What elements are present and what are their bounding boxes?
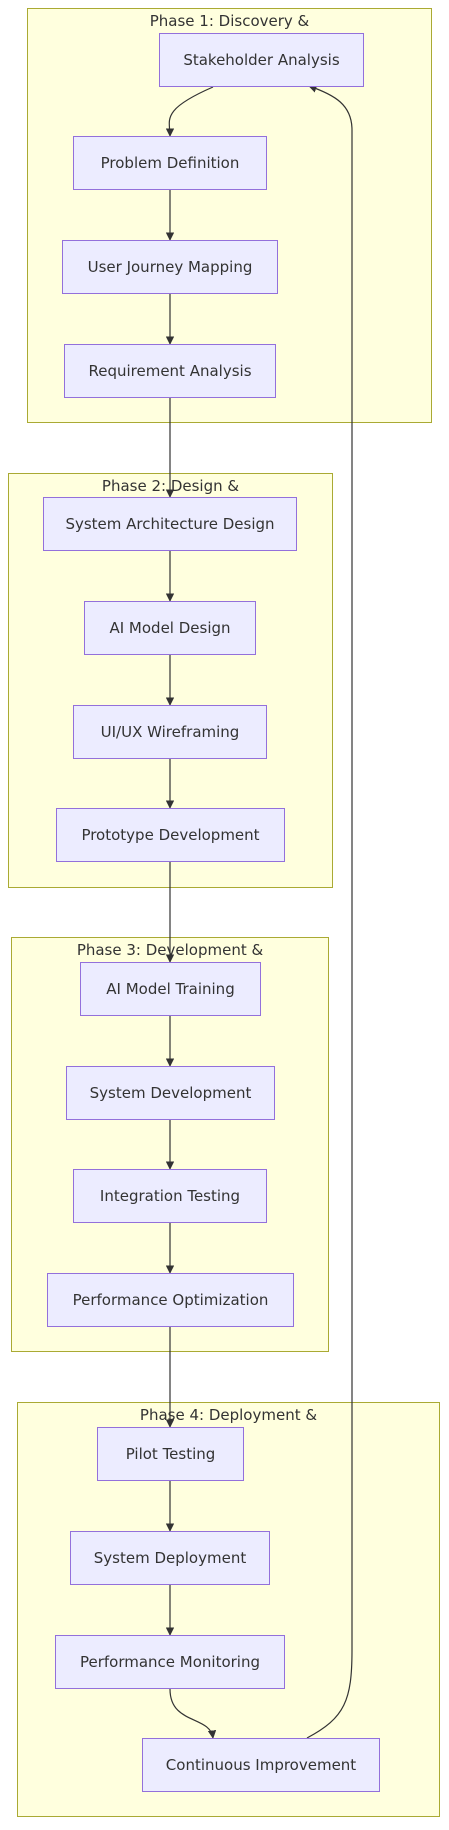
node-stakeholder-analysis: Stakeholder Analysis [159, 33, 364, 87]
edge-improvement-to-stakeholder [306, 84, 353, 1739]
phase-1-title: Phase 1: Discovery & [149, 12, 310, 30]
node-prototype-development: Prototype Development [56, 808, 285, 862]
node-ai-model-training: AI Model Training [80, 962, 261, 1016]
node-performance-monitoring: Performance Monitoring [55, 1635, 285, 1689]
node-pilot-testing: Pilot Testing [97, 1427, 244, 1481]
node-integration-testing: Integration Testing [73, 1169, 267, 1223]
node-system-deployment: System Deployment [70, 1531, 270, 1585]
node-problem-definition: Problem Definition [73, 136, 267, 190]
node-requirement-analysis: Requirement Analysis [64, 344, 276, 398]
node-system-development: System Development [66, 1066, 275, 1120]
node-system-architecture-design: System Architecture Design [43, 497, 297, 551]
edge-monitoring-to-improvement [169, 1688, 217, 1739]
node-ai-model-design: AI Model Design [84, 601, 256, 655]
edge-stakeholder-to-problem [165, 86, 214, 137]
node-performance-optimization: Performance Optimization [47, 1273, 294, 1327]
node-continuous-improvement: Continuous Improvement [142, 1738, 380, 1792]
phase-2-title: Phase 2: Design & [101, 477, 240, 495]
node-ui-ux-wireframing: UI/UX Wireframing [73, 705, 267, 759]
node-user-journey-mapping: User Journey Mapping [62, 240, 278, 294]
